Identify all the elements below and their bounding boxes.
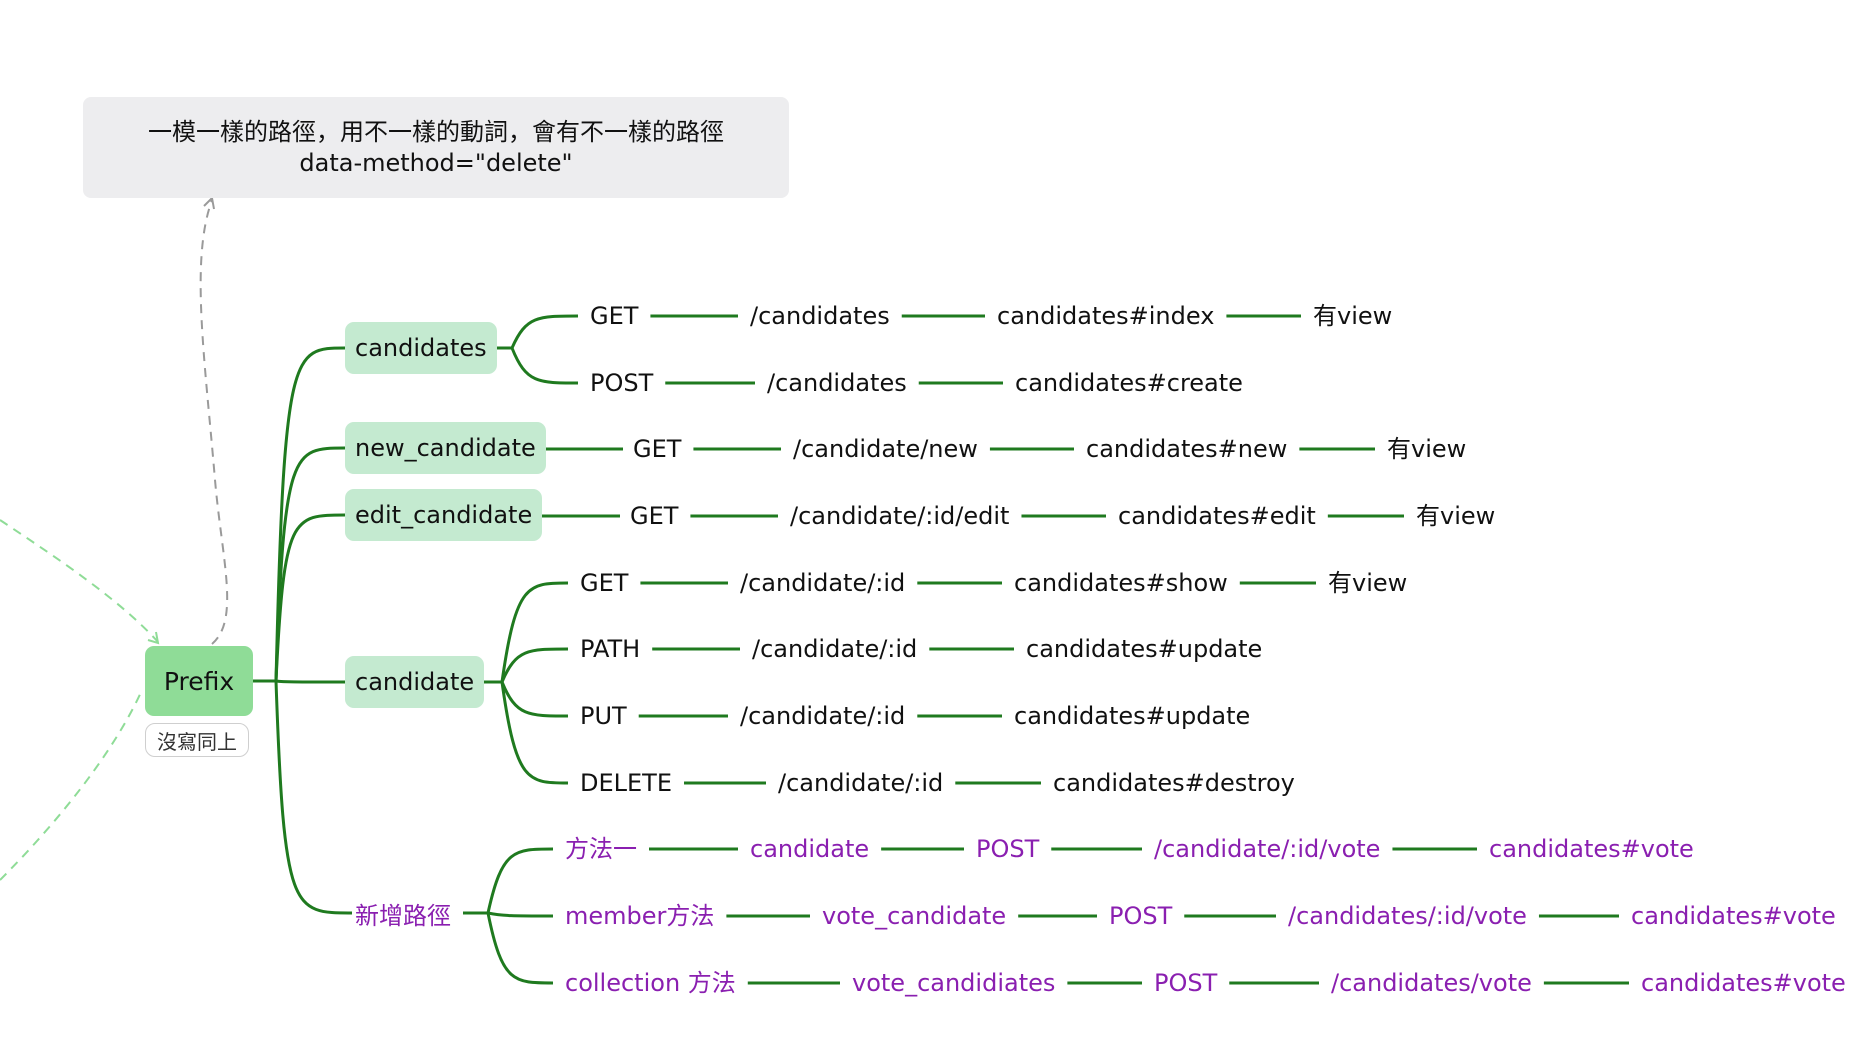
route-4-1-field-1[interactable]: vote_candidate (822, 902, 1006, 930)
route-4-1-field-3[interactable]: /candidates/:id/vote (1288, 902, 1527, 930)
route-4-1-field-4[interactable]: candidates#vote (1631, 902, 1836, 930)
route-0-1-field-1[interactable]: /candidates (767, 369, 907, 397)
route-3-0-field-0[interactable]: GET (580, 569, 629, 597)
route-3-2-field-1[interactable]: /candidate/:id (740, 702, 905, 730)
route-4-0-field-0[interactable]: 方法一 (565, 835, 637, 863)
branch-node-new-routes[interactable]: 新增路徑 (355, 901, 451, 930)
branch-4-fan-2 (463, 911, 554, 985)
route-4-0-field-3[interactable]: /candidate/:id/vote (1154, 835, 1380, 863)
branch-node-candidates[interactable]: candidates (345, 322, 497, 374)
root-to-branch-connector-0 (274, 346, 346, 682)
route-0-0-field-0[interactable]: GET (590, 302, 639, 330)
callout-arrowhead (203, 195, 215, 210)
route-0-0-field-2[interactable]: candidates#index (997, 302, 1214, 330)
route-3-2-field-0[interactable]: PUT (580, 702, 627, 730)
branch-4-fan-0 (463, 847, 554, 915)
branch-3-fan-0 (478, 581, 569, 684)
route-2-0-field-2[interactable]: candidates#edit (1118, 502, 1316, 530)
root-to-branch-connector-4 (274, 680, 353, 915)
route-4-0-field-1[interactable]: candidate (750, 835, 869, 863)
callout-note[interactable]: 一模一樣的路徑，用不一樣的動詞，會有不一樣的路徑 data-method="de… (83, 97, 789, 198)
route-4-1-field-0[interactable]: member方法 (565, 902, 714, 930)
root-to-branch-connector-2 (274, 513, 346, 682)
connector-layer (0, 195, 1629, 985)
route-1-0-field-0[interactable]: GET (633, 435, 682, 463)
root-node-prefix[interactable]: Prefix (145, 646, 253, 716)
route-3-0-field-2[interactable]: candidates#show (1014, 569, 1228, 597)
route-4-2-field-4[interactable]: candidates#vote (1641, 969, 1846, 997)
branch-3-fan-3 (478, 680, 569, 785)
route-4-2-field-1[interactable]: vote_candidiates (852, 969, 1055, 997)
relationship-to-callout (199, 199, 229, 645)
branch-node-candidate[interactable]: candidate (345, 656, 485, 708)
root-to-branch-connector-3 (275, 679, 346, 684)
route-3-0-field-3[interactable]: 有view (1328, 569, 1407, 597)
route-1-0-field-1[interactable]: /candidate/new (793, 435, 978, 463)
route-1-0-field-3[interactable]: 有view (1387, 435, 1466, 463)
route-4-0-field-4[interactable]: candidates#vote (1489, 835, 1694, 863)
route-3-3-field-2[interactable]: candidates#destroy (1053, 769, 1295, 797)
route-0-1-field-0[interactable]: POST (590, 369, 654, 397)
root-note: 沒寫同上 (145, 723, 249, 757)
route-0-1-field-2[interactable]: candidates#create (1015, 369, 1243, 397)
route-3-1-field-1[interactable]: /candidate/:id (752, 635, 917, 663)
route-3-1-field-2[interactable]: candidates#update (1026, 635, 1262, 663)
route-3-1-field-0[interactable]: PATH (580, 635, 640, 663)
branch-3-fan-2 (478, 680, 569, 718)
branch-0-fan-0 (491, 314, 579, 350)
branch-node-new-candidate[interactable]: new_candidate (345, 422, 546, 474)
branch-node-edit-candidate[interactable]: edit_candidate (345, 489, 543, 541)
route-2-0-field-0[interactable]: GET (630, 502, 679, 530)
incoming-relationship-bottom (0, 689, 143, 881)
route-0-0-field-3[interactable]: 有view (1313, 302, 1392, 330)
route-3-0-field-1[interactable]: /candidate/:id (740, 569, 905, 597)
branch-3-fan-1 (478, 647, 569, 684)
route-3-3-field-0[interactable]: DELETE (580, 769, 672, 797)
root-to-branch-connector-1 (274, 446, 346, 682)
callout-line-1: 一模一樣的路徑，用不一樣的動詞，會有不一樣的路徑 (148, 117, 724, 146)
incoming-relationship-top (0, 519, 159, 643)
callout-line-2: data-method="delete" (299, 148, 573, 177)
route-3-3-field-1[interactable]: /candidate/:id (778, 769, 943, 797)
route-4-2-field-2[interactable]: POST (1154, 969, 1218, 997)
route-2-0-field-3[interactable]: 有view (1416, 502, 1495, 530)
route-4-2-field-3[interactable]: /candidates/vote (1331, 969, 1532, 997)
incoming-arrowhead (147, 631, 160, 645)
route-1-0-field-2[interactable]: candidates#new (1086, 435, 1287, 463)
route-3-2-field-2[interactable]: candidates#update (1014, 702, 1250, 730)
route-4-2-field-0[interactable]: collection 方法 (565, 969, 736, 997)
route-0-0-field-1[interactable]: /candidates (750, 302, 890, 330)
route-2-0-field-1[interactable]: /candidate/:id/edit (790, 502, 1009, 530)
branch-0-fan-1 (491, 346, 579, 385)
route-4-0-field-2[interactable]: POST (976, 835, 1040, 863)
route-4-1-field-2[interactable]: POST (1109, 902, 1173, 930)
